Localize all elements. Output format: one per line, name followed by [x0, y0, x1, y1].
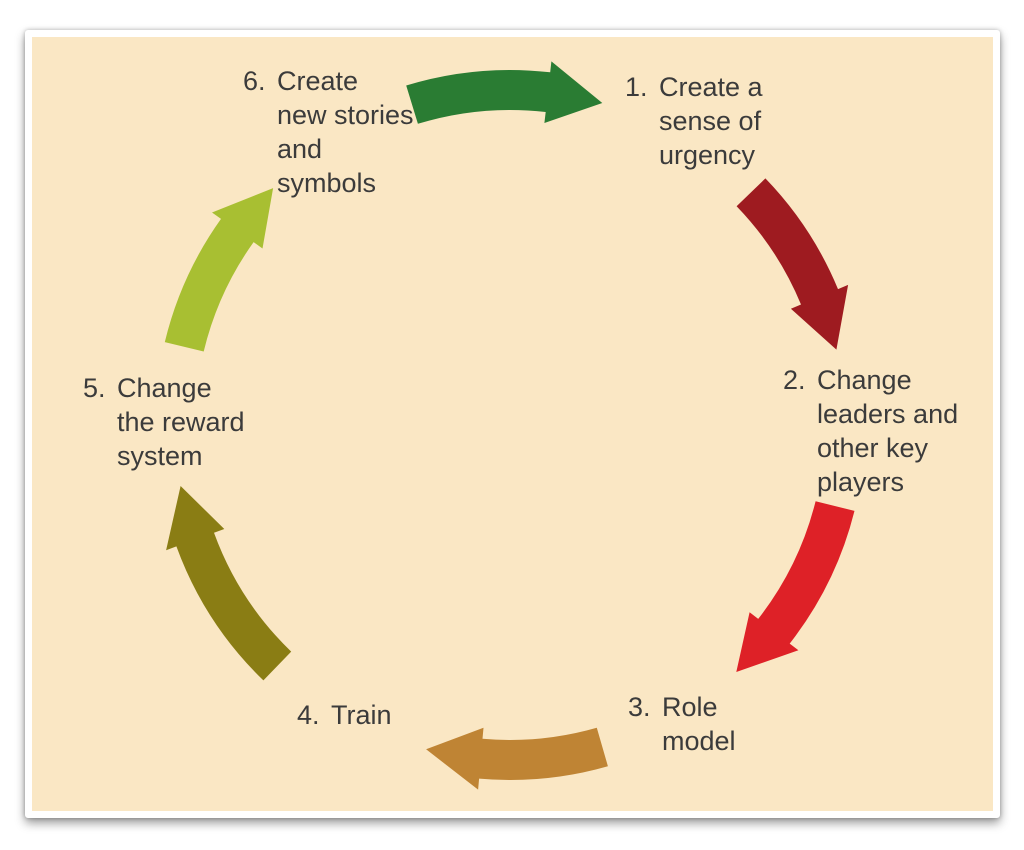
- step-number-2: 2.: [783, 365, 806, 395]
- step-text-line: sense of: [659, 106, 762, 136]
- step-text-line: the reward: [117, 407, 245, 437]
- step-label-6: 6. Create new stories and symbols: [243, 64, 414, 200]
- step-label-4: 4. Train: [297, 698, 392, 732]
- step-text-line: leaders and: [817, 399, 959, 429]
- step-number-5: 5.: [83, 373, 106, 403]
- step-label-3: 3. Role model: [628, 690, 736, 758]
- step-text-line: model: [662, 726, 736, 756]
- step-label-5: 5. Change the reward system: [83, 371, 245, 473]
- step-text-line: Change: [817, 365, 912, 395]
- step-number-4: 4.: [297, 700, 320, 730]
- step-number-6: 6.: [243, 66, 266, 96]
- step-text-line: Train: [331, 700, 392, 730]
- step-text-line: other key: [817, 433, 929, 463]
- step-text-line: new stories: [277, 100, 414, 130]
- diagram-card: [25, 30, 1000, 818]
- step-label-2: 2. Change leaders and other key players: [783, 363, 958, 499]
- step-number-3: 3.: [628, 692, 651, 722]
- step-text-line: urgency: [659, 140, 756, 170]
- step-text-line: Create a: [659, 72, 763, 102]
- step-text-line: Create: [277, 66, 359, 96]
- step-text-line: symbols: [277, 168, 377, 198]
- step-label-1: 1. Create a sense of urgency: [625, 70, 763, 172]
- step-text-line: Change: [117, 373, 212, 403]
- step-text-line: players: [817, 467, 905, 497]
- step-text-line: and: [277, 134, 323, 164]
- step-text-line: system: [117, 441, 203, 471]
- step-text-line: Role: [662, 692, 718, 722]
- step-number-1: 1.: [625, 72, 648, 102]
